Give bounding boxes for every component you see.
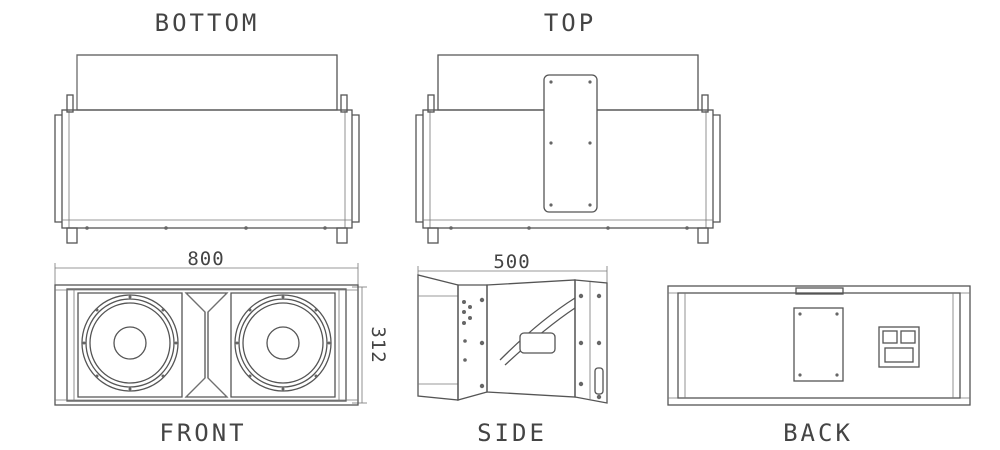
connector-panel <box>878 326 920 368</box>
bottom-view-label: BOTTOM <box>155 9 260 37</box>
left-woofer <box>81 294 179 392</box>
front-view: 800 312 <box>54 248 389 406</box>
side-view-label: SIDE <box>477 419 547 447</box>
side-view: 500 <box>417 251 608 404</box>
back-view <box>667 285 971 406</box>
depth-dimension: 500 <box>493 251 530 273</box>
width-dimension: 800 <box>187 248 224 270</box>
back-plate <box>793 307 844 382</box>
right-woofer <box>234 294 332 392</box>
height-dimension: 312 <box>367 326 389 363</box>
front-view-label: FRONT <box>159 419 246 447</box>
top-view <box>415 54 721 244</box>
top-plate <box>543 74 598 213</box>
back-view-label: BACK <box>783 419 853 447</box>
side-handle <box>519 332 556 354</box>
bottom-view <box>54 54 360 244</box>
top-view-label: TOP <box>544 9 596 37</box>
